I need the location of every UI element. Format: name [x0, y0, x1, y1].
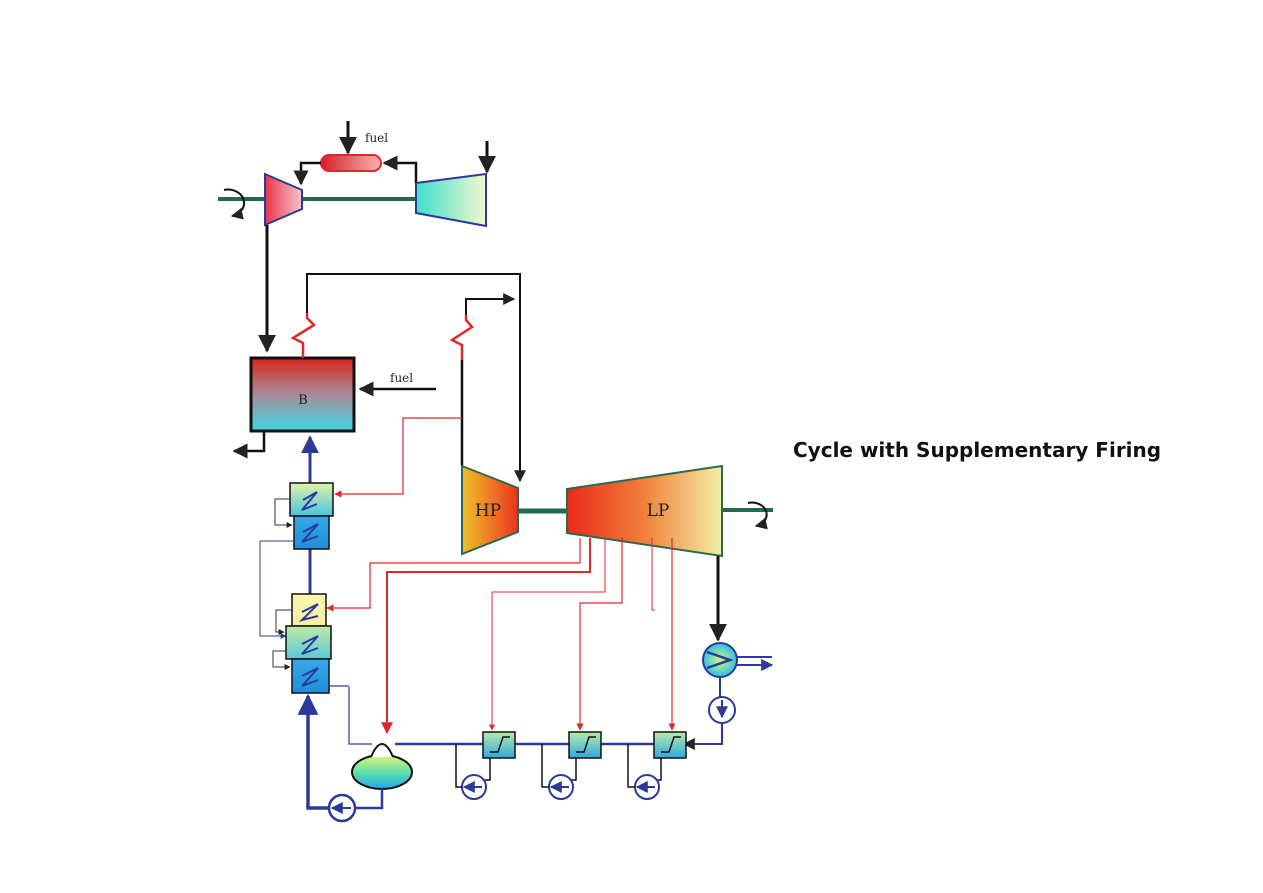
stack-outlet-line	[232, 431, 266, 459]
hp-drain-to-deaerator	[348, 687, 372, 745]
lp-turbine	[566, 464, 723, 558]
extraction-hp-heater-top	[334, 417, 462, 498]
hp-heater-mid	[291, 593, 327, 627]
gt-fuel-label: fuel	[365, 131, 388, 145]
extraction-deaerator	[381, 538, 591, 735]
boiler-section: B fuel	[232, 273, 526, 483]
lp-heater-3-coil-icon	[661, 736, 681, 753]
drain-pump-3-return	[627, 744, 635, 788]
drain-pump-1-return	[455, 744, 462, 788]
hp-heater-low	[285, 625, 332, 660]
combustion-chamber	[320, 154, 382, 172]
hp-heater-stack	[259, 435, 349, 694]
extraction-lp-heater-2	[576, 538, 623, 731]
boiler	[249, 356, 356, 433]
live-steam-line	[306, 273, 526, 483]
hot-gas-line	[293, 161, 321, 186]
lp-heater-2	[568, 731, 602, 759]
gas-turbine-section: fuel	[218, 121, 496, 353]
hp-heater-top-coil-icon	[301, 491, 318, 511]
hp-heater-top-sub-coil-icon	[301, 523, 319, 543]
reheat-section	[449, 293, 516, 466]
hp-heater-low-drain	[272, 650, 291, 670]
extraction-lines	[326, 417, 676, 735]
hp-heater-top-sub	[293, 515, 330, 550]
extraction-lp-heater-2b	[651, 538, 655, 611]
steam-turbine-section: HP LP	[461, 464, 773, 642]
hp-heater-top-drain	[274, 498, 293, 528]
lp-heater-1	[482, 731, 516, 759]
hp-heater-low-coil-icon	[301, 635, 319, 655]
hp-heater-mid-coil-icon	[298, 603, 319, 622]
extraction-lp-heater-1	[489, 538, 606, 731]
drain-pump-2-return	[541, 744, 549, 788]
compressed-air-line	[382, 155, 418, 183]
diagram-caption: Cycle with Supplementary Firing	[793, 438, 1162, 462]
lp-heater-1-coil-icon	[490, 736, 510, 753]
condenser-section	[682, 642, 774, 750]
lp-heater-3	[653, 731, 687, 759]
gt-rotation-icon	[223, 188, 246, 220]
gas-turbine	[264, 172, 303, 227]
feedwater-to-hp-heaters	[297, 693, 329, 810]
boiler-label: B	[298, 393, 308, 408]
lp-heater-2-coil-icon	[576, 736, 596, 753]
hp-heater-mid-drain	[275, 609, 292, 635]
lp-heater-train	[395, 731, 687, 800]
hp-heater-top-cascade	[259, 540, 294, 639]
compressor	[415, 172, 487, 228]
boiler-fuel-label: fuel	[390, 371, 413, 385]
reheater-icon	[449, 315, 474, 360]
condensate-to-lp-heaters	[682, 723, 723, 750]
condenser-coil-icon	[706, 650, 734, 670]
hot-reheat-line	[465, 293, 516, 315]
hp-turbine	[461, 464, 519, 556]
deaerator-section	[297, 687, 413, 823]
hp-turbine-label: HP	[475, 501, 501, 521]
deaerator-dome	[370, 743, 394, 758]
feedwater-to-pump	[352, 789, 384, 810]
extraction-hp-heater-mid	[326, 538, 581, 612]
lp-turbine-label: LP	[647, 501, 670, 521]
hp-heater-bottom-coil-icon	[301, 667, 319, 687]
superheater-icon	[290, 313, 316, 358]
st-rotation-icon	[747, 501, 768, 530]
deaerator	[351, 754, 413, 790]
